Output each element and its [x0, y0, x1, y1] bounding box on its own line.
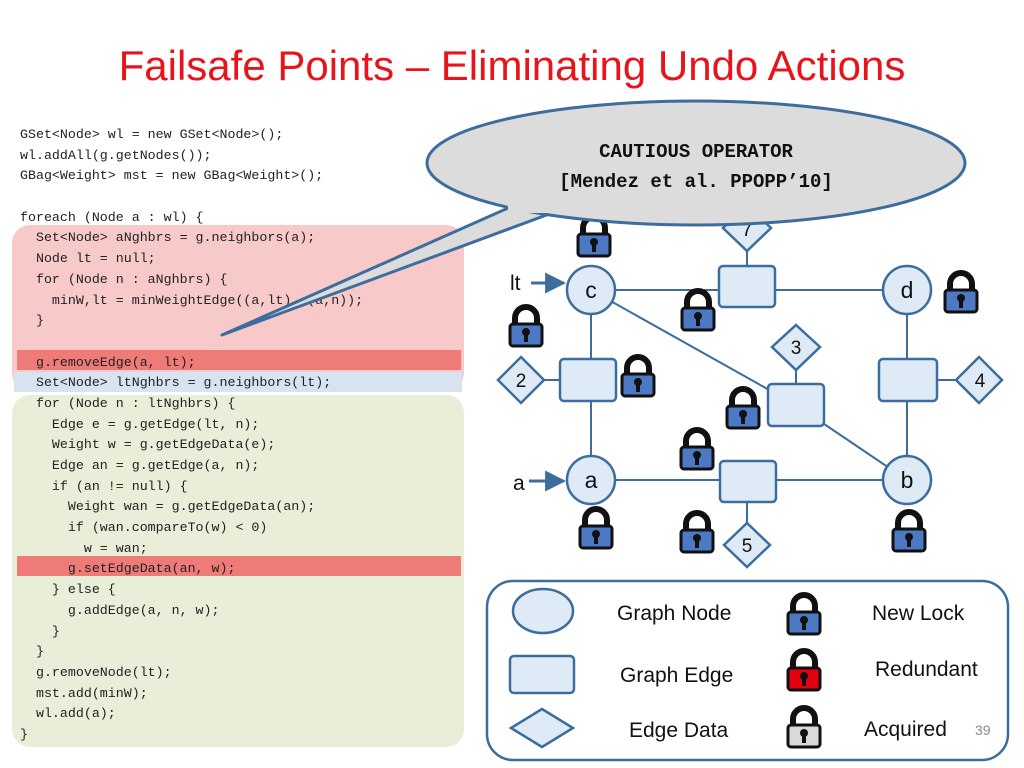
callout-tail	[220, 203, 562, 337]
callout-tail-join	[508, 199, 566, 213]
code-line: Edge e = g.getEdge(lt, n);	[20, 416, 260, 432]
code-line: }	[20, 726, 28, 742]
code-line: g.removeEdge(a, lt);	[20, 354, 196, 370]
legend-edge-data-symbol	[508, 707, 576, 749]
code-line: Set<Node> ltNghbrs = g.neighbors(lt);	[20, 375, 332, 391]
lock-icon	[580, 509, 612, 548]
code-line: }	[20, 623, 60, 639]
edge-box-middle	[766, 382, 826, 428]
node-d	[881, 264, 933, 316]
code-line: Weight w = g.getEdgeData(e);	[20, 437, 276, 453]
code-line: mst.add(minW);	[20, 685, 148, 701]
lock-icon	[727, 389, 759, 428]
lock-icon	[893, 512, 925, 551]
code-line: g.setEdgeData(an, w);	[20, 561, 236, 577]
legend: Graph Node Graph Edge Edge Data New Lock…	[485, 579, 1010, 762]
lock-icon	[510, 307, 542, 346]
code-line: for (Node n : ltNghbrs) {	[20, 395, 236, 411]
callout-line-2: [Mendez et al. PPOPP’10]	[559, 171, 833, 193]
edge-data-left	[496, 355, 546, 405]
lock-icon	[681, 430, 713, 469]
legend-graph-node-label: Graph Node	[617, 602, 731, 625]
node-b	[881, 454, 933, 506]
node-c-label: c	[585, 277, 597, 303]
callout-ellipse	[425, 99, 967, 227]
legend-frame	[485, 579, 1010, 762]
node-a	[565, 454, 617, 506]
lock-icon	[945, 273, 977, 312]
legend-graph-edge-label: Graph Edge	[620, 664, 733, 687]
edge-data-right-value: 4	[975, 371, 986, 392]
code-line: wl.addAll(g.getNodes());	[20, 147, 212, 163]
node-c	[565, 264, 617, 316]
code-line: }	[20, 644, 44, 660]
legend-redundant-label: Redundant	[875, 658, 978, 681]
a-pointer-label: a	[513, 472, 525, 495]
lock-icon	[622, 357, 654, 396]
slide-title: Failsafe Points – Eliminating Undo Actio…	[118, 42, 906, 89]
code-listing: GSet<Node> wl = new GSet<Node>(); wl.addA…	[20, 125, 363, 746]
edge-box-right	[877, 357, 939, 403]
legend-acquired-label: Acquired	[864, 718, 947, 741]
graph-edge-boxes	[558, 264, 939, 504]
code-line: Set<Node> aNghbrs = g.neighbors(a);	[20, 230, 316, 246]
edge-data-left-value: 2	[516, 371, 527, 392]
node-b-label: b	[901, 467, 914, 493]
code-line: GSet<Node> wl = new GSet<Node>();	[20, 127, 284, 142]
edge-data-bottom	[722, 521, 772, 569]
code-line: } else {	[20, 582, 116, 598]
code-line: GBag<Weight> mst = new GBag<Weight>();	[20, 168, 324, 184]
code-line: g.removeNode(lt);	[20, 664, 172, 680]
code-line: foreach (Node a : wl) {	[20, 209, 204, 225]
lock-icon	[681, 513, 713, 552]
legend-node-symbol	[511, 587, 575, 635]
code-line: Edge an = g.getEdge(a, n);	[20, 458, 260, 473]
lt-pointer-label: lt	[510, 272, 521, 295]
code-line: }	[20, 313, 44, 329]
edge-data-top-value: 7	[742, 220, 753, 241]
edge-box-top	[717, 264, 777, 309]
set-edge-data-line-highlight	[17, 556, 461, 576]
page-number: 39	[975, 722, 991, 738]
edge-data-right	[954, 355, 1004, 405]
code-line: if (wan.compareTo(w) < 0)	[20, 520, 268, 536]
edge-data-middle	[770, 323, 822, 372]
code-line: Node lt = null;	[20, 251, 156, 267]
code-line: g.addEdge(a, n, w);	[20, 602, 220, 618]
code-line: Weight wan = g.getEdgeData(an);	[20, 499, 316, 515]
remove-edge-line-highlight	[17, 350, 461, 370]
failsafe-point-highlight	[14, 372, 462, 392]
edge-data-middle-value: 3	[791, 338, 802, 359]
code-line: w = wan;	[20, 540, 148, 556]
legend-new-lock-label: New Lock	[872, 602, 965, 625]
callout-bubble: CAUTIOUS OPERATOR [Mendez et al. PPOPP’1…	[220, 99, 967, 337]
legend-edge-data-label: Edge Data	[629, 719, 729, 742]
code-line: wl.add(a);	[20, 706, 116, 722]
graph-nodes	[565, 264, 933, 506]
edge-c-b-upper	[590, 289, 797, 406]
edge-box-bottom	[718, 459, 778, 504]
edge-box-left	[558, 357, 618, 403]
node-a-label: a	[585, 467, 598, 493]
edge-data-bottom-value: 5	[742, 536, 753, 557]
code-line: if (an != null) {	[20, 478, 188, 494]
node-d-label: d	[901, 277, 914, 303]
legend-edge-symbol	[508, 654, 576, 695]
code-line: for (Node n : aNghbrs) {	[20, 271, 228, 287]
lock-icon	[682, 291, 714, 330]
callout-line-1: CAUTIOUS OPERATOR	[599, 141, 793, 163]
